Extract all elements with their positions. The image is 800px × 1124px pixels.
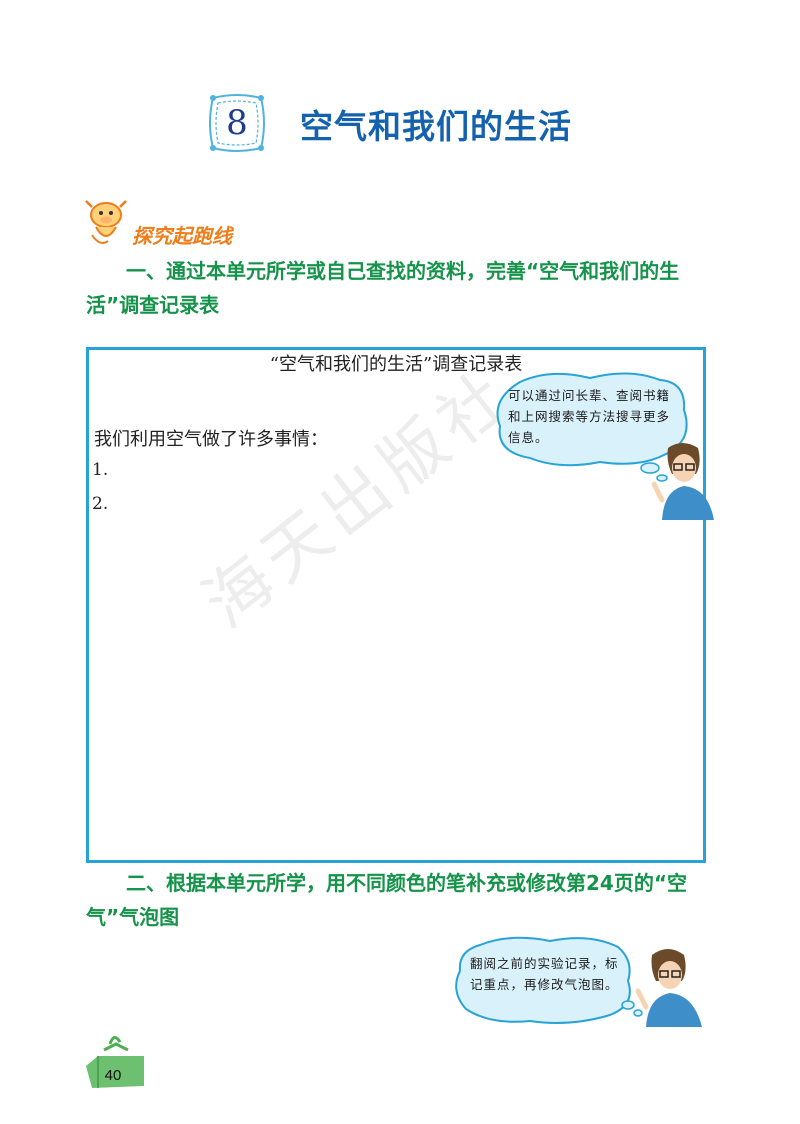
question-1: 一、通过本单元所学或自己查找的资料，完善“空气和我们的生活”调查记录表 — [86, 259, 680, 317]
cow-mascot-icon — [85, 200, 127, 244]
section-title: 探究起跑线 — [132, 224, 232, 248]
page-title: 空气和我们的生活 — [300, 107, 572, 146]
record-prompt: 我们利用空气做了许多事情： — [94, 429, 328, 450]
page-number: 40 — [104, 1067, 122, 1084]
record-table-title: “空气和我们的生活”调查记录表 — [269, 354, 523, 375]
page-number-badge-icon — [86, 1036, 144, 1088]
question-2: 二、根据本单元所学，用不同颜色的笔补充或修改第24页的“空气”气泡图 — [86, 871, 687, 929]
teacher-illustration-icon — [651, 443, 714, 520]
record-item-number: 2. — [92, 494, 109, 514]
speech-bubble-1 — [496, 372, 688, 482]
record-table-frame — [86, 347, 706, 863]
chapter-number: 8 — [226, 103, 248, 143]
teacher-illustration-icon — [635, 949, 702, 1027]
tip-bubble-text: 翻阅之前的实验记录，标记重点，再修改气泡图。 — [470, 956, 619, 992]
speech-bubble-2 — [455, 936, 643, 1024]
record-item-number: 1. — [92, 460, 109, 480]
chapter-number-frame — [209, 94, 265, 152]
tip-bubble-text: 可以通过问长辈、查阅书籍和上网搜索等方法搜寻更多信息。 — [508, 388, 671, 445]
